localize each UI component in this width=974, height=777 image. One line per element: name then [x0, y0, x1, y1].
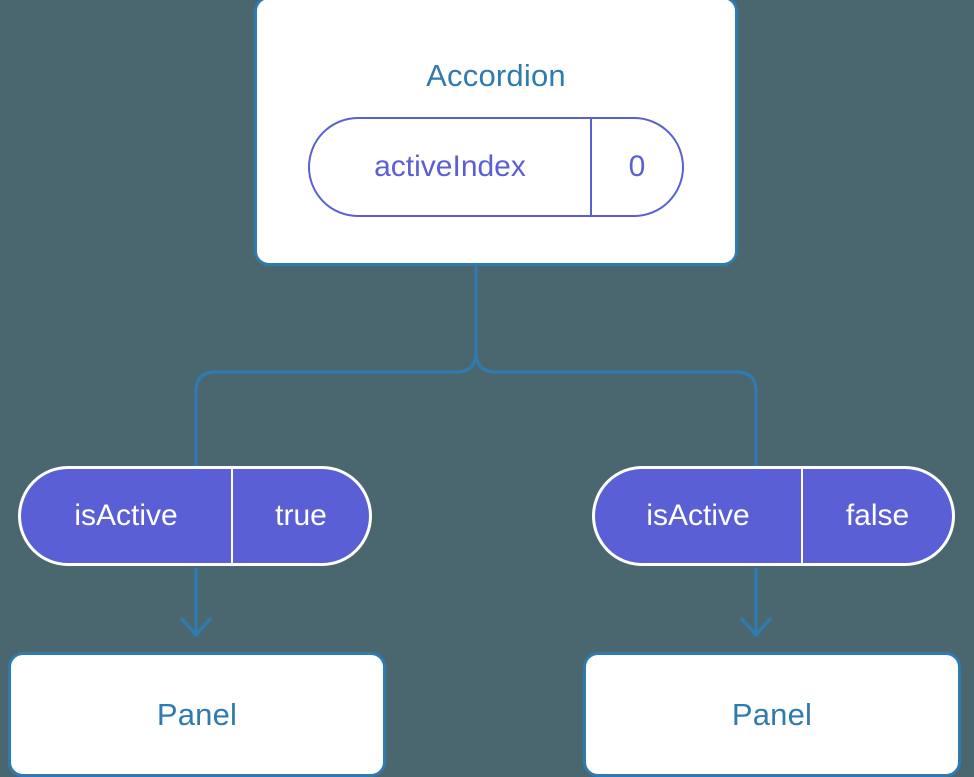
active-index-key: activeIndex: [310, 118, 592, 215]
panel-title-right: Panel: [731, 697, 813, 732]
is-active-pill-right[interactable]: isActive false: [592, 466, 955, 566]
panel-title-left: Panel: [156, 697, 238, 732]
active-index-state-pill[interactable]: activeIndex 0: [308, 116, 684, 217]
connector-branch-left: [194, 350, 478, 468]
panel-card-left[interactable]: Panel: [8, 652, 386, 777]
arrow-head-down-left-icon: [180, 617, 212, 637]
is-active-pill-left[interactable]: isActive true: [18, 466, 372, 566]
panel-card-right[interactable]: Panel: [583, 652, 961, 777]
is-active-value-left: true: [275, 499, 327, 532]
is-active-key-right: isActive: [595, 469, 803, 563]
arrow-head-down-right-icon: [740, 617, 772, 637]
connector-branch-right: [474, 350, 758, 468]
is-active-value-right: false: [845, 499, 910, 532]
active-index-value: 0: [628, 149, 646, 183]
accordion-card[interactable]: Accordion activeIndex 0: [254, 0, 738, 266]
accordion-title: Accordion: [426, 57, 566, 93]
is-active-key-left: isActive: [21, 469, 233, 563]
